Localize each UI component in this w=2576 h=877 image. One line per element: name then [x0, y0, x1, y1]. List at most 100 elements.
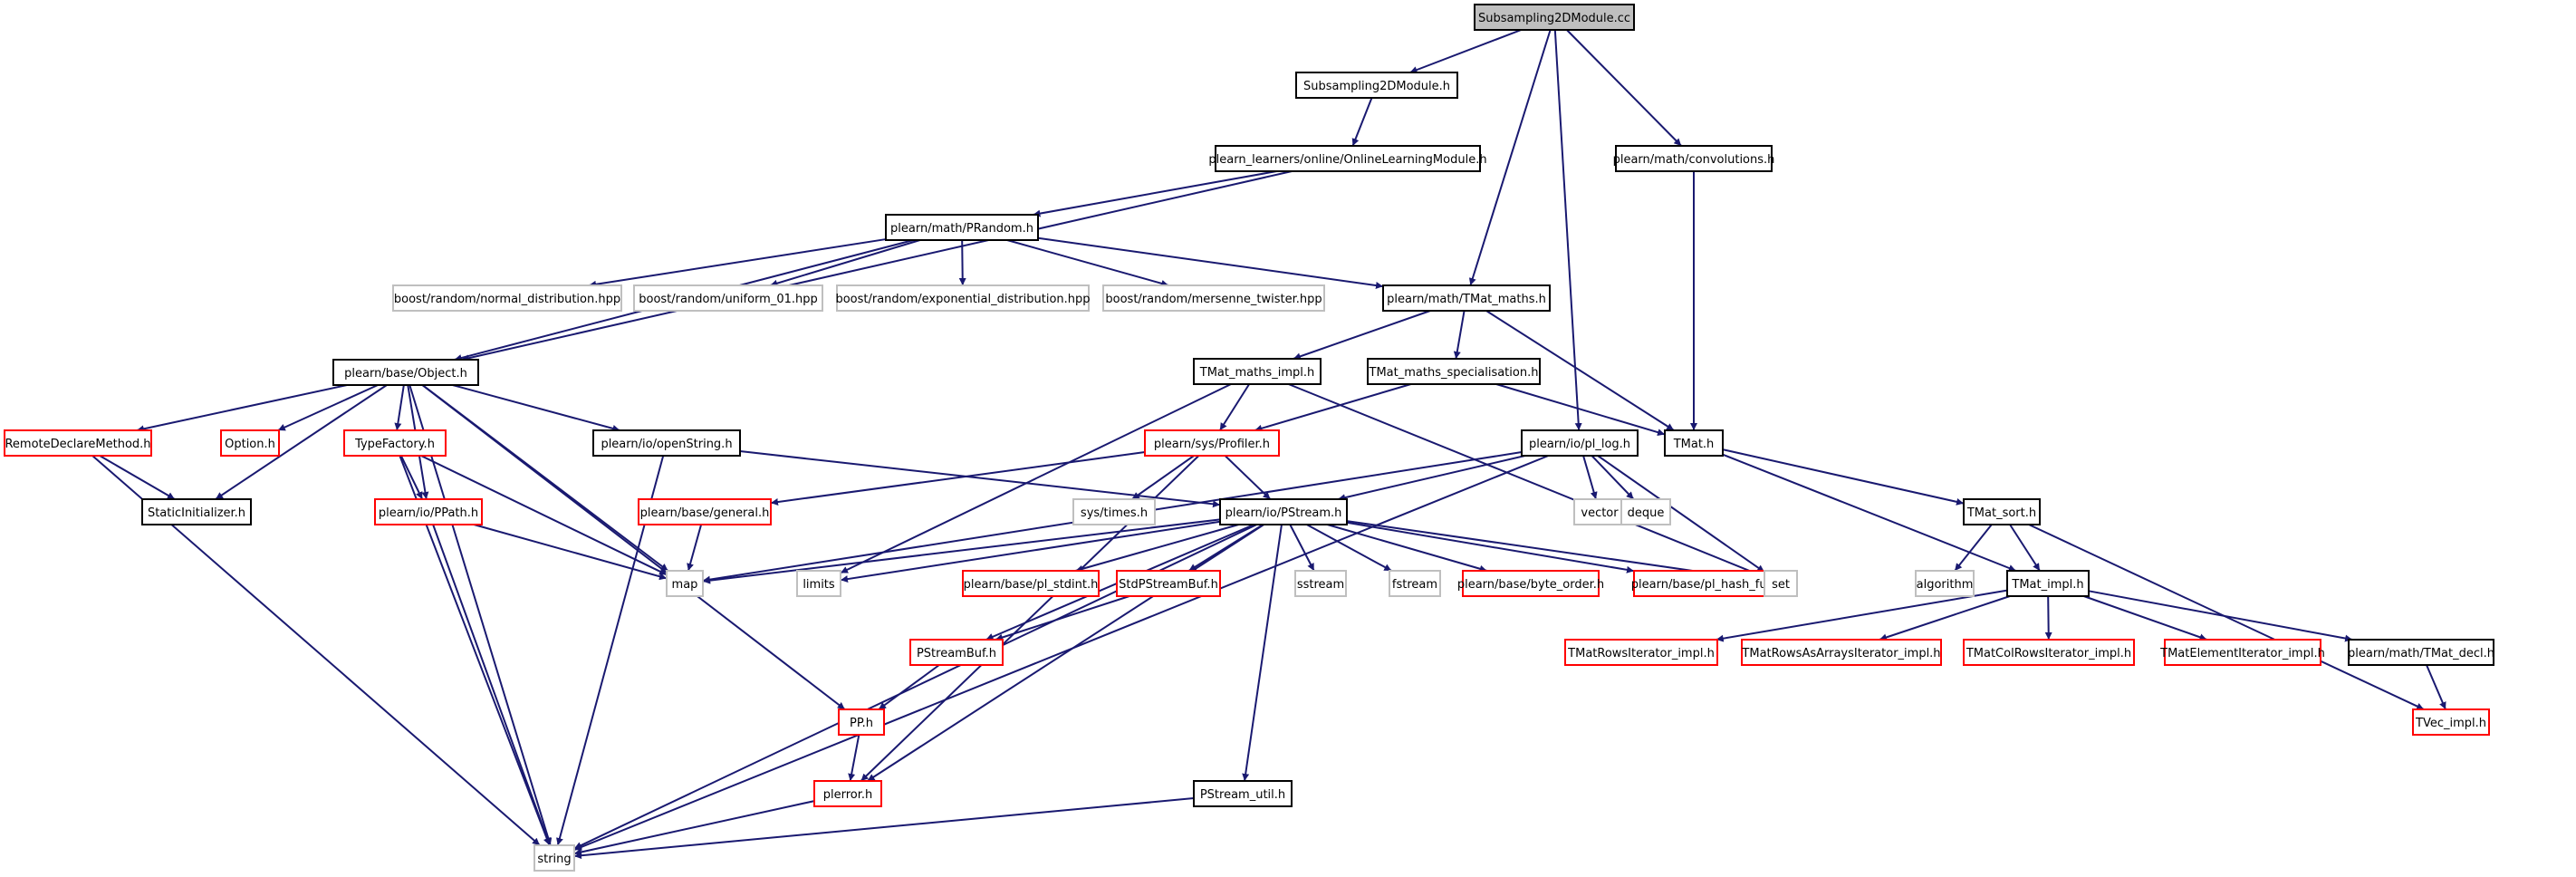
- node-box[interactable]: [1193, 780, 1293, 807]
- node-option-h[interactable]: Option.h: [220, 429, 280, 457]
- node-box[interactable]: [1741, 639, 1942, 666]
- node-plearn-base-pl-hash-fun-h[interactable]: plearn/base/pl_hash_fun.h: [1631, 570, 1785, 597]
- node-box[interactable]: [2412, 708, 2490, 736]
- node-box[interactable]: [1294, 570, 1347, 597]
- node-box[interactable]: [141, 498, 252, 525]
- node-box[interactable]: [813, 780, 882, 807]
- node-box[interactable]: [2006, 570, 2090, 597]
- node-sstream[interactable]: sstream: [1294, 570, 1347, 597]
- node-box[interactable]: [220, 429, 280, 457]
- node-plearn-io-openstring-h[interactable]: plearn/io/openString.h: [592, 429, 741, 457]
- node-plearn-math-tmat-decl-h[interactable]: plearn/math/TMat_decl.h: [2348, 639, 2494, 666]
- node-tmat-h[interactable]: TMat.h: [1664, 429, 1724, 457]
- node-pstreambuf-h[interactable]: PStreamBuf.h: [909, 639, 1004, 666]
- node-tmatcolrowsiterator-impl-h[interactable]: TMatColRowsIterator_impl.h: [1963, 639, 2135, 666]
- node-sys-times-h[interactable]: sys/times.h: [1072, 498, 1156, 525]
- node-box[interactable]: [1382, 284, 1551, 312]
- node-plearn-io-ppath-h[interactable]: plearn/io/PPath.h: [374, 498, 483, 525]
- node-box[interactable]: [343, 429, 447, 457]
- node-algorithm[interactable]: algorithm: [1915, 570, 1975, 597]
- node-boost-random-mersenne-twister-hpp[interactable]: boost/random/mersenne_twister.hpp: [1102, 284, 1325, 312]
- node-box[interactable]: [838, 708, 885, 736]
- node-set[interactable]: set: [1764, 570, 1798, 597]
- node-plearn-math-convolutions-h[interactable]: plearn/math/convolutions.h: [1613, 145, 1775, 172]
- node-limits[interactable]: limits: [796, 570, 841, 597]
- node-plearn-sys-profiler-h[interactable]: plearn/sys/Profiler.h: [1144, 429, 1280, 457]
- node-box[interactable]: [909, 639, 1004, 666]
- node-boost-random-exponential-distribution-hpp[interactable]: boost/random/exponential_distribution.hp…: [835, 284, 1091, 312]
- node-box[interactable]: [1116, 570, 1221, 597]
- node-tmat-impl-h[interactable]: TMat_impl.h: [2006, 570, 2090, 597]
- node-box[interactable]: [796, 570, 841, 597]
- node-box[interactable]: [374, 498, 483, 525]
- node-box[interactable]: [1573, 498, 1626, 525]
- node-tvec-impl-h[interactable]: TVec_impl.h: [2412, 708, 2490, 736]
- node-boost-random-normal-distribution-hpp[interactable]: boost/random/normal_distribution.hpp: [392, 284, 622, 312]
- node-plearn-math-prandom-h[interactable]: plearn/math/PRandom.h: [885, 214, 1039, 241]
- node-box[interactable]: [1633, 570, 1783, 597]
- node-remotedeclaremethod-h[interactable]: RemoteDeclareMethod.h: [4, 429, 152, 457]
- node-box[interactable]: [533, 844, 575, 872]
- node-box[interactable]: [1963, 639, 2135, 666]
- node-box[interactable]: [1615, 145, 1773, 172]
- node-box[interactable]: [1219, 498, 1348, 525]
- node-plearn-base-byte-order-h[interactable]: plearn/base/byte_order.h: [1457, 570, 1604, 597]
- node-box[interactable]: [1144, 429, 1280, 457]
- node-box[interactable]: [1620, 498, 1671, 525]
- node-plearn-io-pl-log-h[interactable]: plearn/io/pl_log.h: [1521, 429, 1639, 457]
- node-box[interactable]: [1295, 72, 1458, 99]
- node-box[interactable]: [592, 429, 741, 457]
- node-subsampling2dmodule-cc[interactable]: Subsampling2DModule.cc: [1474, 4, 1635, 31]
- node-box[interactable]: [962, 570, 1100, 597]
- node-box[interactable]: [1963, 498, 2041, 525]
- node-stdpstreambuf-h[interactable]: StdPStreamBuf.h: [1116, 570, 1221, 597]
- node-box[interactable]: [1215, 145, 1481, 172]
- node-tmat-maths-specialisation-h[interactable]: TMat_maths_specialisation.h: [1367, 358, 1541, 385]
- node-typefactory-h[interactable]: TypeFactory.h: [343, 429, 447, 457]
- node-box[interactable]: [1564, 639, 1718, 666]
- node-tmat-sort-h[interactable]: TMat_sort.h: [1963, 498, 2041, 525]
- node-pp-h[interactable]: PP.h: [838, 708, 885, 736]
- node-box[interactable]: [1367, 358, 1541, 385]
- node-tmat-maths-impl-h[interactable]: TMat_maths_impl.h: [1193, 358, 1322, 385]
- node-staticinitializer-h[interactable]: StaticInitializer.h: [141, 498, 252, 525]
- node-box[interactable]: [392, 284, 622, 312]
- node-box[interactable]: [1521, 429, 1639, 457]
- node-box[interactable]: [1764, 570, 1798, 597]
- node-string[interactable]: string: [533, 844, 575, 872]
- node-deque[interactable]: deque: [1620, 498, 1671, 525]
- node-tmatrowsiterator-impl-h[interactable]: TMatRowsIterator_impl.h: [1564, 639, 1718, 666]
- node-box[interactable]: [4, 429, 152, 457]
- node-box[interactable]: [836, 284, 1090, 312]
- node-box[interactable]: [1462, 570, 1600, 597]
- node-box[interactable]: [1915, 570, 1975, 597]
- node-pstream-util-h[interactable]: PStream_util.h: [1193, 780, 1293, 807]
- node-box[interactable]: [332, 359, 479, 386]
- node-box[interactable]: [1102, 284, 1325, 312]
- node-box[interactable]: [1072, 498, 1156, 525]
- node-vector[interactable]: vector: [1573, 498, 1626, 525]
- node-box[interactable]: [2164, 639, 2321, 666]
- node-plerror-h[interactable]: plerror.h: [813, 780, 882, 807]
- node-box[interactable]: [633, 284, 823, 312]
- node-plearn-learners-online-onlinelearningmodule-h[interactable]: plearn_learners/online/OnlineLearningMod…: [1208, 145, 1487, 172]
- node-plearn-base-pl-stdint-h[interactable]: plearn/base/pl_stdint.h: [962, 570, 1100, 597]
- node-tmatelementiterator-impl-h[interactable]: TMatElementIterator_impl.h: [2159, 639, 2325, 666]
- node-plearn-io-pstream-h[interactable]: plearn/io/PStream.h: [1219, 498, 1348, 525]
- node-plearn-base-object-h[interactable]: plearn/base/Object.h: [332, 359, 479, 386]
- node-plearn-base-general-h[interactable]: plearn/base/general.h: [638, 498, 772, 525]
- node-tmatrowsasarraysiterator-impl-h[interactable]: TMatRowsAsArraysIterator_impl.h: [1741, 639, 1942, 666]
- node-plearn-math-tmat-maths-h[interactable]: plearn/math/TMat_maths.h: [1382, 284, 1551, 312]
- node-box[interactable]: [885, 214, 1039, 241]
- node-box[interactable]: [638, 498, 772, 525]
- node-box[interactable]: [1474, 4, 1635, 31]
- node-map[interactable]: map: [666, 570, 704, 597]
- node-box[interactable]: [666, 570, 704, 597]
- node-subsampling2dmodule-h[interactable]: Subsampling2DModule.h: [1295, 72, 1458, 99]
- node-fstream[interactable]: fstream: [1389, 570, 1441, 597]
- node-boost-random-uniform-01-hpp[interactable]: boost/random/uniform_01.hpp: [633, 284, 823, 312]
- node-box[interactable]: [1193, 358, 1322, 385]
- node-box[interactable]: [2348, 639, 2494, 666]
- node-box[interactable]: [1664, 429, 1724, 457]
- node-box[interactable]: [1389, 570, 1441, 597]
